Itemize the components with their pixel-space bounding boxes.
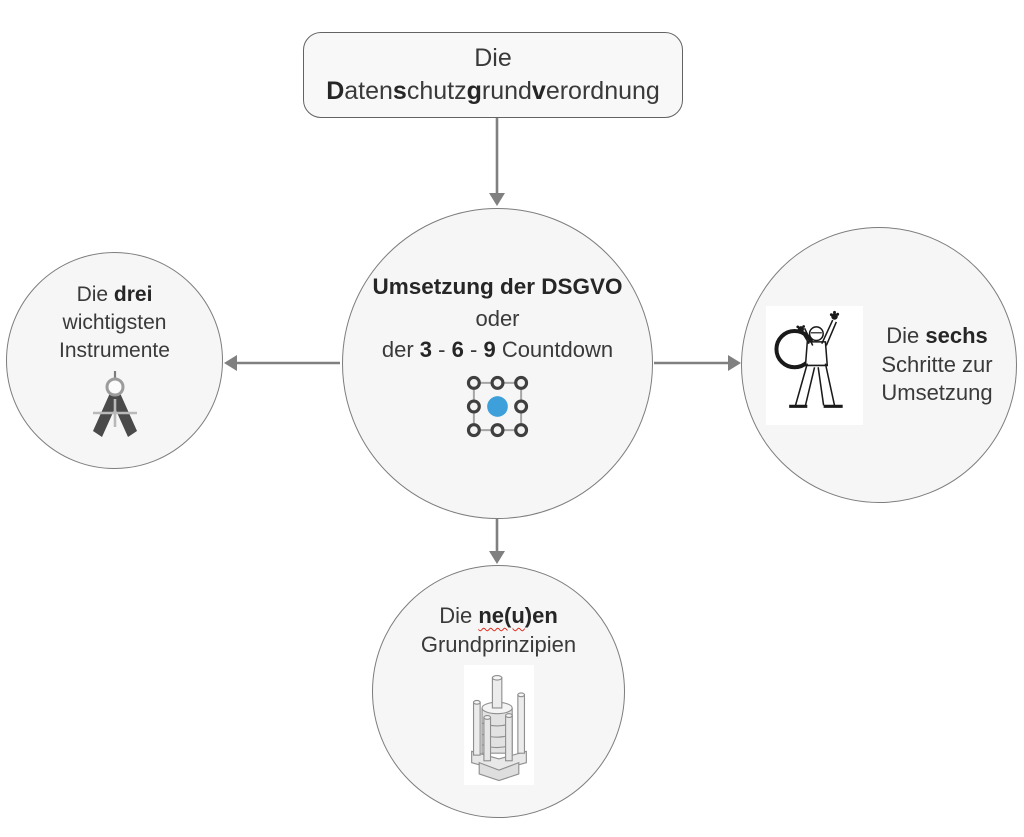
arrow-top-to-center-head	[489, 193, 505, 206]
person-image-frame	[766, 305, 863, 425]
left-line1: Die drei	[76, 283, 153, 306]
right-line2: Schritte zur	[881, 351, 993, 377]
bottom-line2: Grundprinzipien	[420, 631, 577, 657]
arrow-center-to-left-head	[224, 355, 237, 371]
center-line2: oder	[475, 305, 520, 331]
top-box-line2: Datenschutzgrundverordnung	[326, 77, 660, 105]
node-sechs-schritte: Die sechs Schritte zur Umsetzung	[741, 227, 1017, 503]
node-drei-instrumente: Die drei wichtigsten Instrumente	[6, 252, 223, 469]
arrow-center-to-bottom-head	[489, 551, 505, 564]
press-image-frame	[463, 665, 534, 786]
press-sketch-icon	[470, 675, 527, 782]
center-line3: der 3 - 6 - 9 Countdown	[381, 337, 614, 363]
left-line3: Instrumente	[59, 338, 170, 362]
bottom-line1: Die ne(u)en	[439, 603, 558, 628]
arrow-center-to-right-head	[728, 355, 741, 371]
right-line1: Die sechs	[886, 323, 988, 349]
right-line3: Umsetzung	[881, 380, 993, 406]
left-line2: wichtigsten	[62, 310, 167, 334]
top-box-line1: Die	[474, 44, 512, 72]
right-text-block: Die sechs Schritte zur Umsetzung	[863, 322, 1011, 408]
grid-selection-handles-icon	[466, 376, 529, 438]
person-with-ring-icon	[773, 310, 843, 408]
node-neue-grundprinzipien: Die ne(u)en Grundprinzipien	[372, 565, 625, 818]
blue-center-dot	[487, 396, 508, 418]
compass-divider-icon	[92, 370, 137, 437]
center-title: Umsetzung der DSGVO	[372, 274, 623, 299]
node-umsetzung-center: Umsetzung der DSGVO oder der 3 - 6 - 9 C…	[342, 208, 653, 519]
node-dsgvo-title-box: Die Datenschutzgrundverordnung	[303, 32, 683, 118]
